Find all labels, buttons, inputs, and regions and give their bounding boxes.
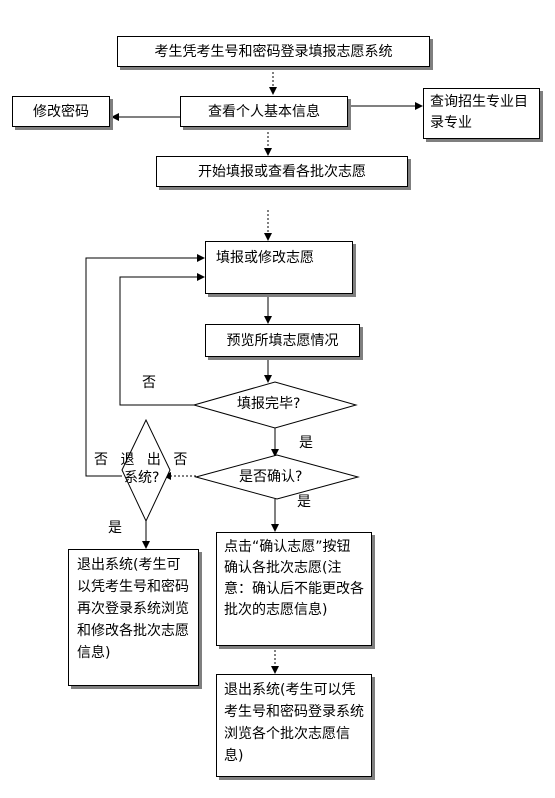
arrow-exit-no-loop (85, 254, 205, 477)
decision-confirm-text: 是否确认? (239, 469, 303, 485)
diamond-exit (121, 418, 171, 523)
decision-exit-text-bottom: 系统? (124, 470, 160, 486)
node-change-password: 修改密码 (12, 96, 110, 127)
node-query-catalog: 查询招生专业目录专业 (423, 88, 540, 139)
diamond-confirm (194, 454, 360, 500)
node-fill-modify: 填报或修改志愿 (205, 241, 353, 294)
label-confirm-yes: 是 (297, 494, 311, 510)
node-login: 考生凭考生号和密码登录填报志愿系统 (117, 36, 430, 67)
label-exit-yes: 是 (108, 520, 122, 536)
arrow-done-no-loop (119, 273, 205, 406)
decision-fill-done-text: 填报完毕? (237, 396, 301, 412)
node-view-info: 查看个人基本信息 (180, 96, 348, 127)
decision-exit-text-top: 否 退 出 否 (94, 452, 188, 468)
node-exit-right: 退出系统(考生可以凭考生号和密码登录系统浏览各个批次志愿信息) (216, 674, 372, 777)
diamond-fill-done (192, 381, 358, 429)
node-start-fill: 开始填报或查看各批次志愿 (156, 156, 408, 187)
label-fill-done-no: 否 (142, 375, 156, 391)
node-preview: 预览所填志愿情况 (205, 324, 360, 357)
node-click-confirm: 点击“确认志愿”按钮确认各批次志愿(注意：确认后不能更改各批次的志愿信息) (216, 532, 372, 646)
label-fill-done-yes: 是 (299, 435, 313, 451)
node-exit-left: 退出系统(考生可以凭考生号和密码再次登录系统浏览和修改各批次志愿信息) (68, 549, 199, 686)
